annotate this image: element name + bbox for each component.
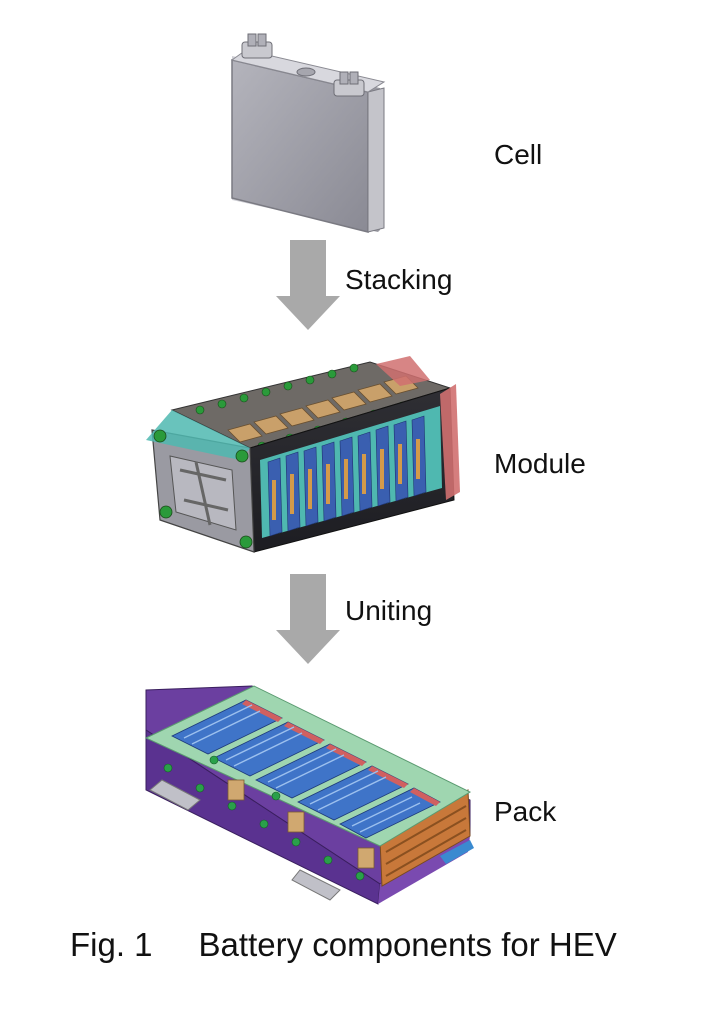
stacking-label: Stacking xyxy=(345,266,452,294)
stacking-arrow-icon xyxy=(276,240,340,330)
figure-caption: Fig. 1 Battery components for HEV xyxy=(70,928,617,961)
pack-label: Pack xyxy=(494,798,556,826)
cell-image xyxy=(232,34,384,232)
cell-terminal-icon xyxy=(242,34,272,58)
pack-image xyxy=(146,686,474,904)
cell-label: Cell xyxy=(494,141,542,169)
module-image xyxy=(146,356,460,552)
figure-caption-text: Battery components for HEV xyxy=(199,926,617,963)
uniting-arrow-icon xyxy=(276,574,340,664)
figure-number: Fig. 1 xyxy=(70,928,153,961)
uniting-label: Uniting xyxy=(345,597,432,625)
module-label: Module xyxy=(494,450,586,478)
